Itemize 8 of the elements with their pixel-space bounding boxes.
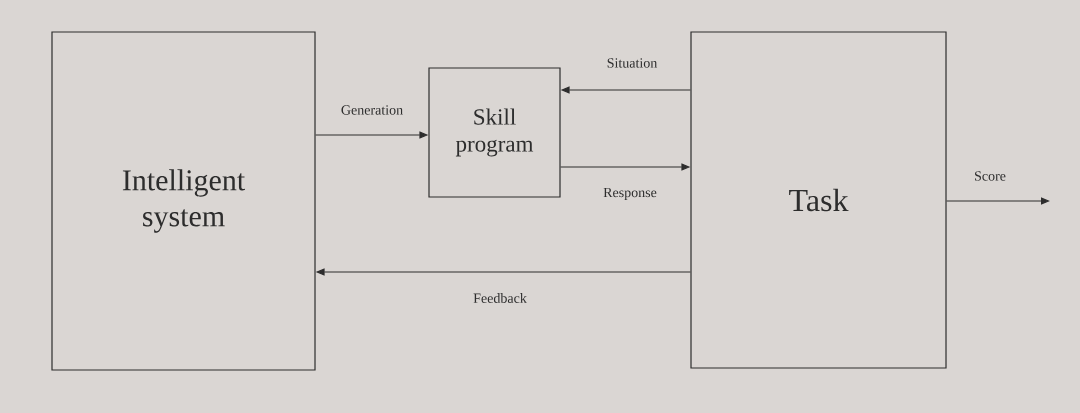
edge-label: Situation bbox=[605, 57, 659, 69]
process-box: Skill program bbox=[428, 67, 561, 198]
process-box: Task bbox=[690, 31, 947, 369]
process-box: Intelligent system bbox=[51, 31, 316, 371]
arrow bbox=[946, 197, 1050, 205]
edge-label: Feedback bbox=[472, 292, 528, 304]
edge-label: Score bbox=[973, 170, 1007, 182]
edge-label: Generation bbox=[339, 104, 405, 116]
